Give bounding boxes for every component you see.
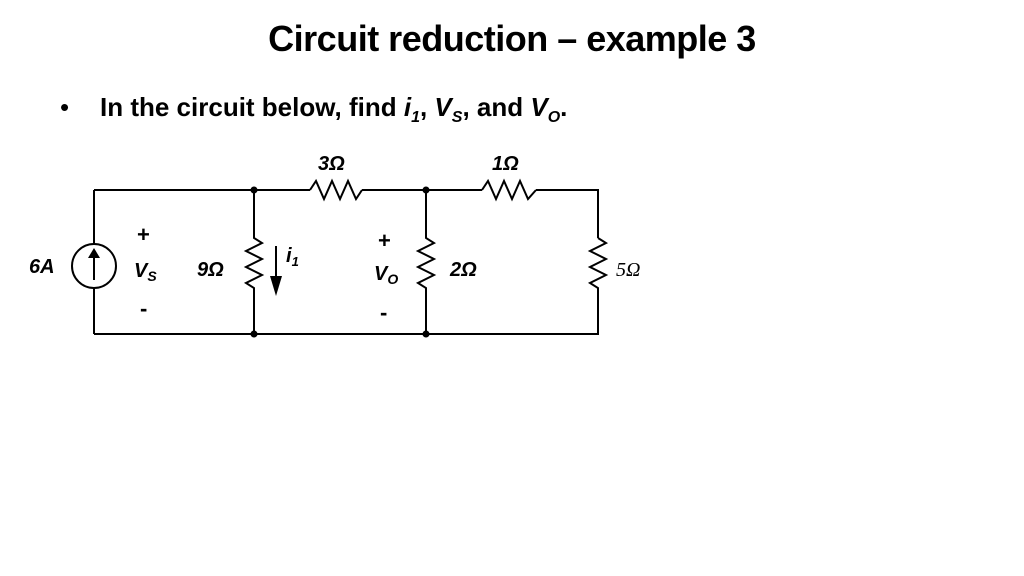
node-bottom-mid [422, 330, 430, 338]
source-label: 6A [29, 256, 55, 278]
resistor-2ohm [415, 190, 437, 334]
i1-label-sub: 1 [292, 254, 299, 269]
separator-1: , [419, 92, 435, 122]
node-top-mid [422, 186, 430, 194]
bottom-wire [94, 300, 599, 335]
vo-variable: V [530, 92, 548, 122]
r5-label: 5Ω [616, 259, 640, 281]
vs-minus: - [140, 296, 147, 321]
resistor-9ohm [243, 190, 265, 334]
i-subscript: 1 [411, 109, 420, 126]
r3-label: 3Ω [318, 153, 345, 175]
vo-subscript: O [547, 109, 561, 126]
i1-label-var: i [286, 245, 292, 267]
node-bottom-left [250, 330, 258, 338]
vo-label-var: V [374, 263, 389, 285]
i-variable: i [403, 92, 412, 122]
vs-label-var: V [134, 260, 149, 282]
problem-statement: •In the circuit below, find i1, VS, and … [60, 92, 567, 127]
r1-label: 1Ω [492, 153, 519, 175]
r2-label: 2Ω [449, 259, 477, 281]
slide-title: Circuit reduction – example 3 [268, 18, 756, 59]
top-wire-c [536, 189, 599, 238]
vs-label: VS [134, 260, 157, 284]
r9-label: 9Ω [197, 259, 224, 281]
vs-label-sub: S [147, 268, 157, 284]
vs-variable: V [434, 92, 452, 122]
vo-label: VO [374, 263, 398, 287]
node-top-left [250, 186, 258, 194]
i1-arrowhead [270, 276, 282, 296]
i1-label: i1 [286, 245, 299, 269]
resistor-1ohm [481, 178, 537, 202]
vo-plus: + [378, 228, 391, 253]
statement-prefix: In the circuit below, find [100, 92, 404, 122]
vo-label-sub: O [387, 271, 398, 287]
vs-subscript: S [451, 109, 463, 126]
resistor-3ohm [309, 178, 363, 202]
vo-minus: - [380, 300, 387, 325]
vs-plus: + [137, 222, 150, 247]
separator-2: , and [462, 92, 531, 122]
statement-end: . [560, 92, 568, 122]
resistor-5ohm [587, 237, 609, 300]
bullet-marker: • [60, 92, 70, 122]
source-arrowhead [88, 248, 100, 258]
